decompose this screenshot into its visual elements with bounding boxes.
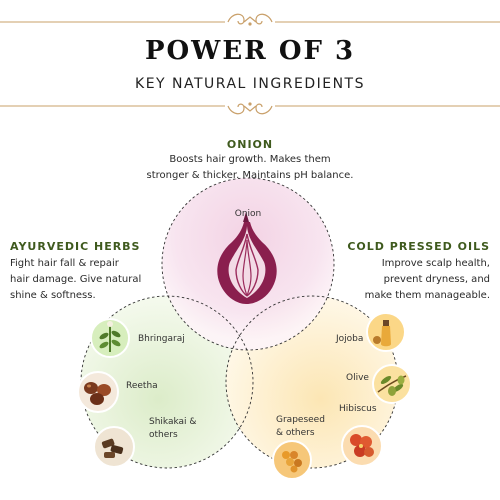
oils-description: Improve scalp health, prevent dryness, a… <box>364 258 490 301</box>
onion-description: Boosts hair growth. Makes them stronger … <box>146 154 354 181</box>
oils-heading: COLD PRESSED OILS <box>347 240 490 253</box>
onion-label: Onion <box>234 209 262 219</box>
reetha-nuts-icon <box>77 371 119 413</box>
page-title: POWER OF 3 <box>144 36 356 66</box>
onion-heading: ONION <box>226 138 274 151</box>
page-subtitle: KEY NATURAL INGREDIENTS <box>135 76 365 92</box>
shikakai-pods-icon <box>93 426 135 468</box>
reetha-label: Reetha <box>126 381 158 391</box>
onion-icon <box>217 212 277 304</box>
jojoba-label: Jojoba <box>336 334 364 344</box>
olive-branch-icon <box>372 364 412 404</box>
bottom-ornament-divider <box>0 102 500 115</box>
grapeseed-icon <box>272 440 312 480</box>
hibiscus-label: Hibiscus <box>339 404 377 414</box>
hibiscus-flower-icon <box>341 425 383 467</box>
grapeseed-label: Grapeseed & others <box>276 415 325 438</box>
herbs-heading: AYURVEDIC HERBS <box>10 240 141 253</box>
bhringaraj-label: Bhringaraj <box>138 334 185 344</box>
shikakai-label: Shikakai & others <box>149 417 197 440</box>
bhringaraj-plant-icon <box>90 318 130 358</box>
top-ornament-divider <box>0 13 500 26</box>
herbs-description: Fight hair fall & repair hair damage. Gi… <box>10 258 142 301</box>
jojoba-oil-icon <box>366 312 406 352</box>
olive-label: Olive <box>346 373 369 383</box>
